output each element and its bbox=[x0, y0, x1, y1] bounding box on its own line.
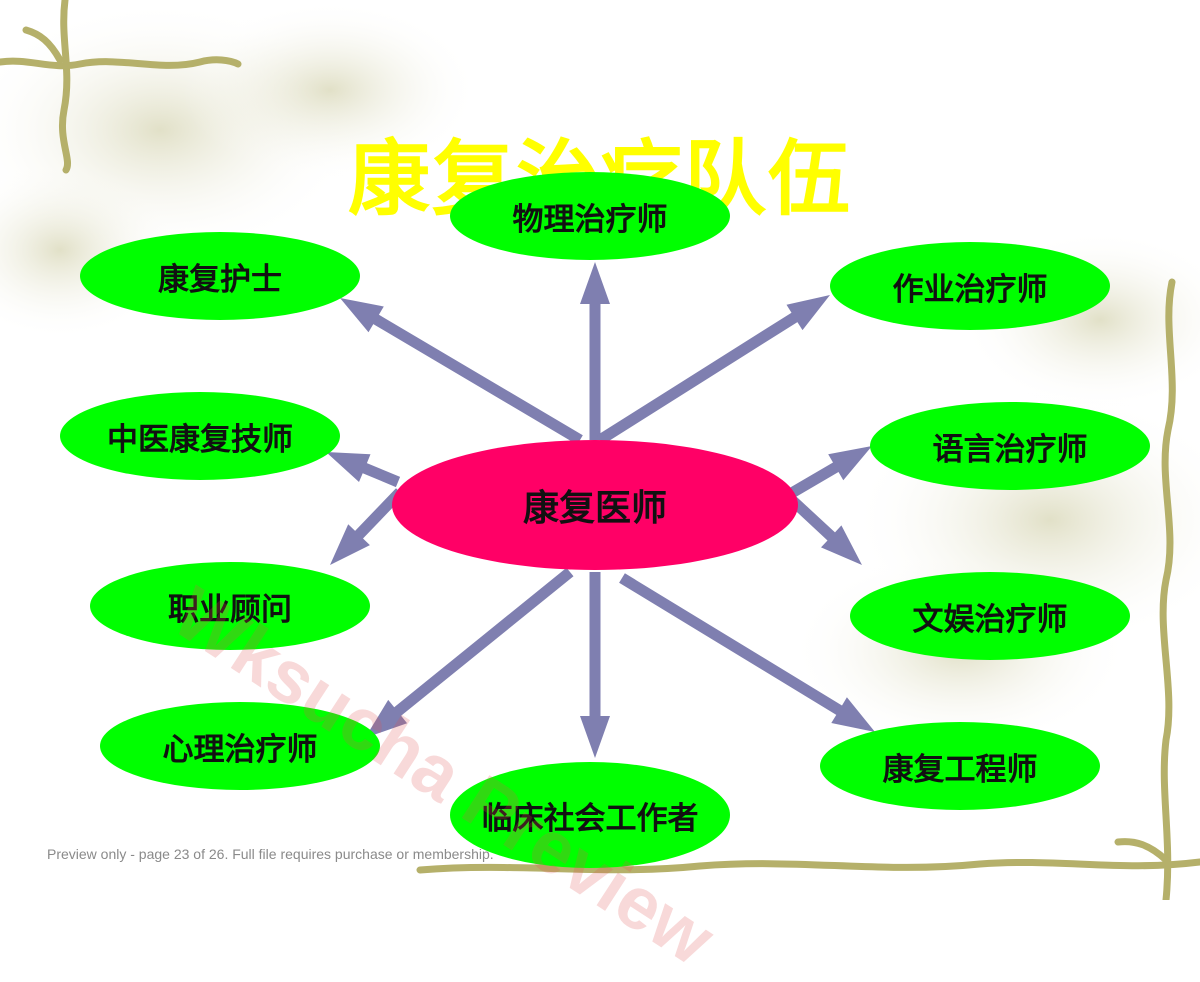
center-node-label: 康复医师 bbox=[522, 488, 667, 529]
connector-arrows bbox=[326, 262, 875, 758]
arrow-to-recreation bbox=[788, 496, 862, 565]
arrow-to-engineer bbox=[619, 573, 875, 732]
node-engineer: 康复工程师 bbox=[820, 722, 1100, 810]
node-label: 临床社会工作者 bbox=[481, 800, 699, 837]
node-nurse: 康复护士 bbox=[80, 232, 360, 320]
arrow-to-psych bbox=[365, 567, 574, 738]
node-label: 语言治疗师 bbox=[932, 431, 1088, 468]
arrow-to-physio bbox=[580, 262, 610, 440]
node-label: 作业治疗师 bbox=[892, 271, 1048, 308]
node-label: 中医康复技师 bbox=[107, 421, 293, 458]
node-tcm: 中医康复技师 bbox=[60, 392, 340, 480]
node-recreation: 文娱治疗师 bbox=[850, 572, 1130, 660]
arrow-to-speech bbox=[787, 446, 872, 499]
arrow-to-social bbox=[580, 572, 610, 758]
node-label: 康复工程师 bbox=[882, 751, 1038, 788]
node-vocational: 职业顾问 bbox=[90, 562, 370, 650]
node-label: 康复护士 bbox=[158, 261, 282, 298]
node-speech: 语言治疗师 bbox=[870, 402, 1150, 490]
arrow-to-vocational bbox=[330, 488, 404, 565]
vine-ornament bbox=[0, 0, 1200, 900]
preview-footer: Preview only - page 23 of 26. Full file … bbox=[47, 846, 494, 862]
node-occupational: 作业治疗师 bbox=[830, 242, 1110, 330]
center-node: 康复医师 bbox=[392, 440, 798, 570]
node-physio: 物理治疗师 bbox=[450, 172, 730, 260]
node-label: 职业顾问 bbox=[168, 591, 292, 628]
arrow-to-tcm bbox=[326, 452, 401, 488]
node-label: 文娱治疗师 bbox=[912, 601, 1068, 638]
arrow-to-occupational bbox=[597, 295, 830, 445]
node-social: 临床社会工作者 bbox=[450, 762, 730, 868]
arrow-to-nurse bbox=[340, 298, 583, 445]
node-psych: 心理治疗师 bbox=[100, 702, 380, 790]
node-label: 物理治疗师 bbox=[512, 201, 668, 238]
node-label: 心理治疗师 bbox=[162, 731, 318, 768]
arrow-layer bbox=[326, 262, 875, 758]
